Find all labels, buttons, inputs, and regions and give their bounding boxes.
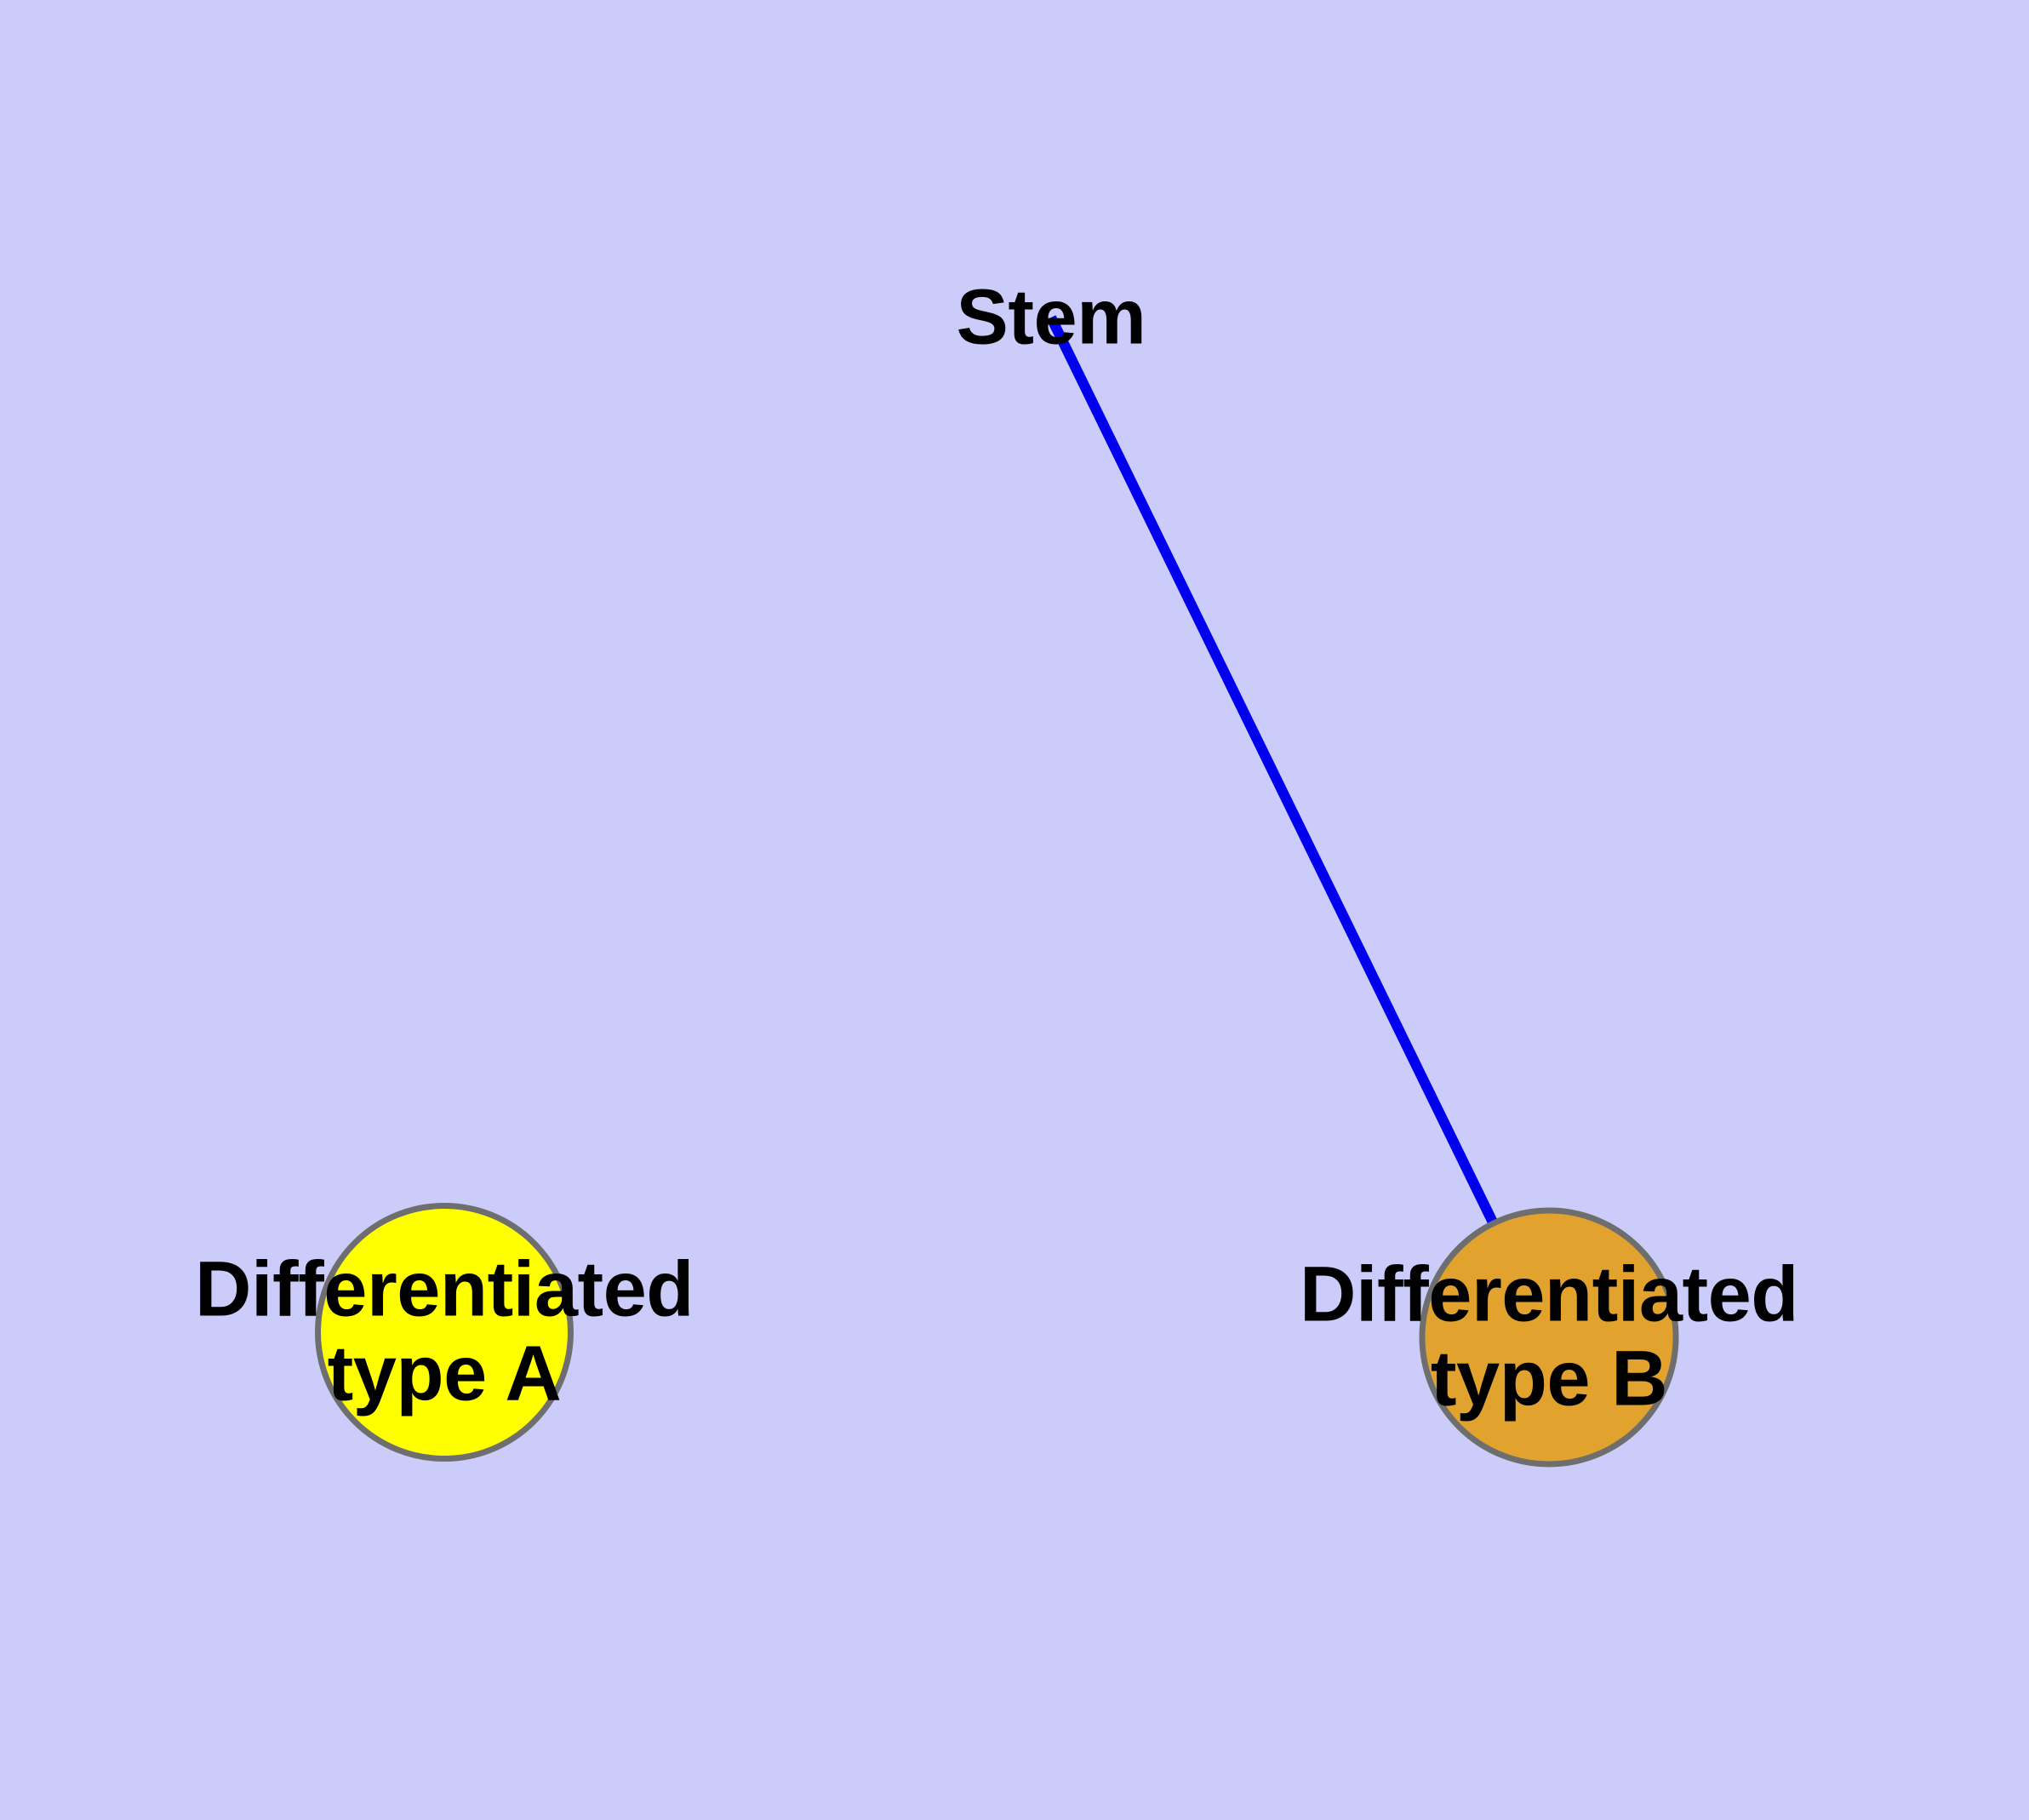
edge-stem-to-differentiated-type-b[interactable] [1046,315,1554,1340]
edge-layer [1046,315,1554,1340]
node-differentiated-type-b[interactable] [1419,1207,1679,1468]
node-stem[interactable] [315,1203,574,1462]
node-layer [315,1203,1679,1468]
